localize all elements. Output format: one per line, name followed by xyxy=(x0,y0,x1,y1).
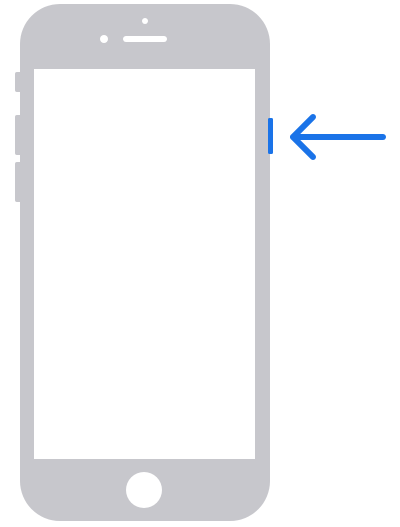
phone-screen xyxy=(34,69,255,459)
arrow-left-icon xyxy=(290,114,386,160)
front-camera-dot xyxy=(142,18,148,24)
sensor-dot xyxy=(100,35,108,43)
home-button-icon xyxy=(126,472,162,508)
side-button xyxy=(268,118,273,154)
earpiece-speaker xyxy=(123,36,167,42)
